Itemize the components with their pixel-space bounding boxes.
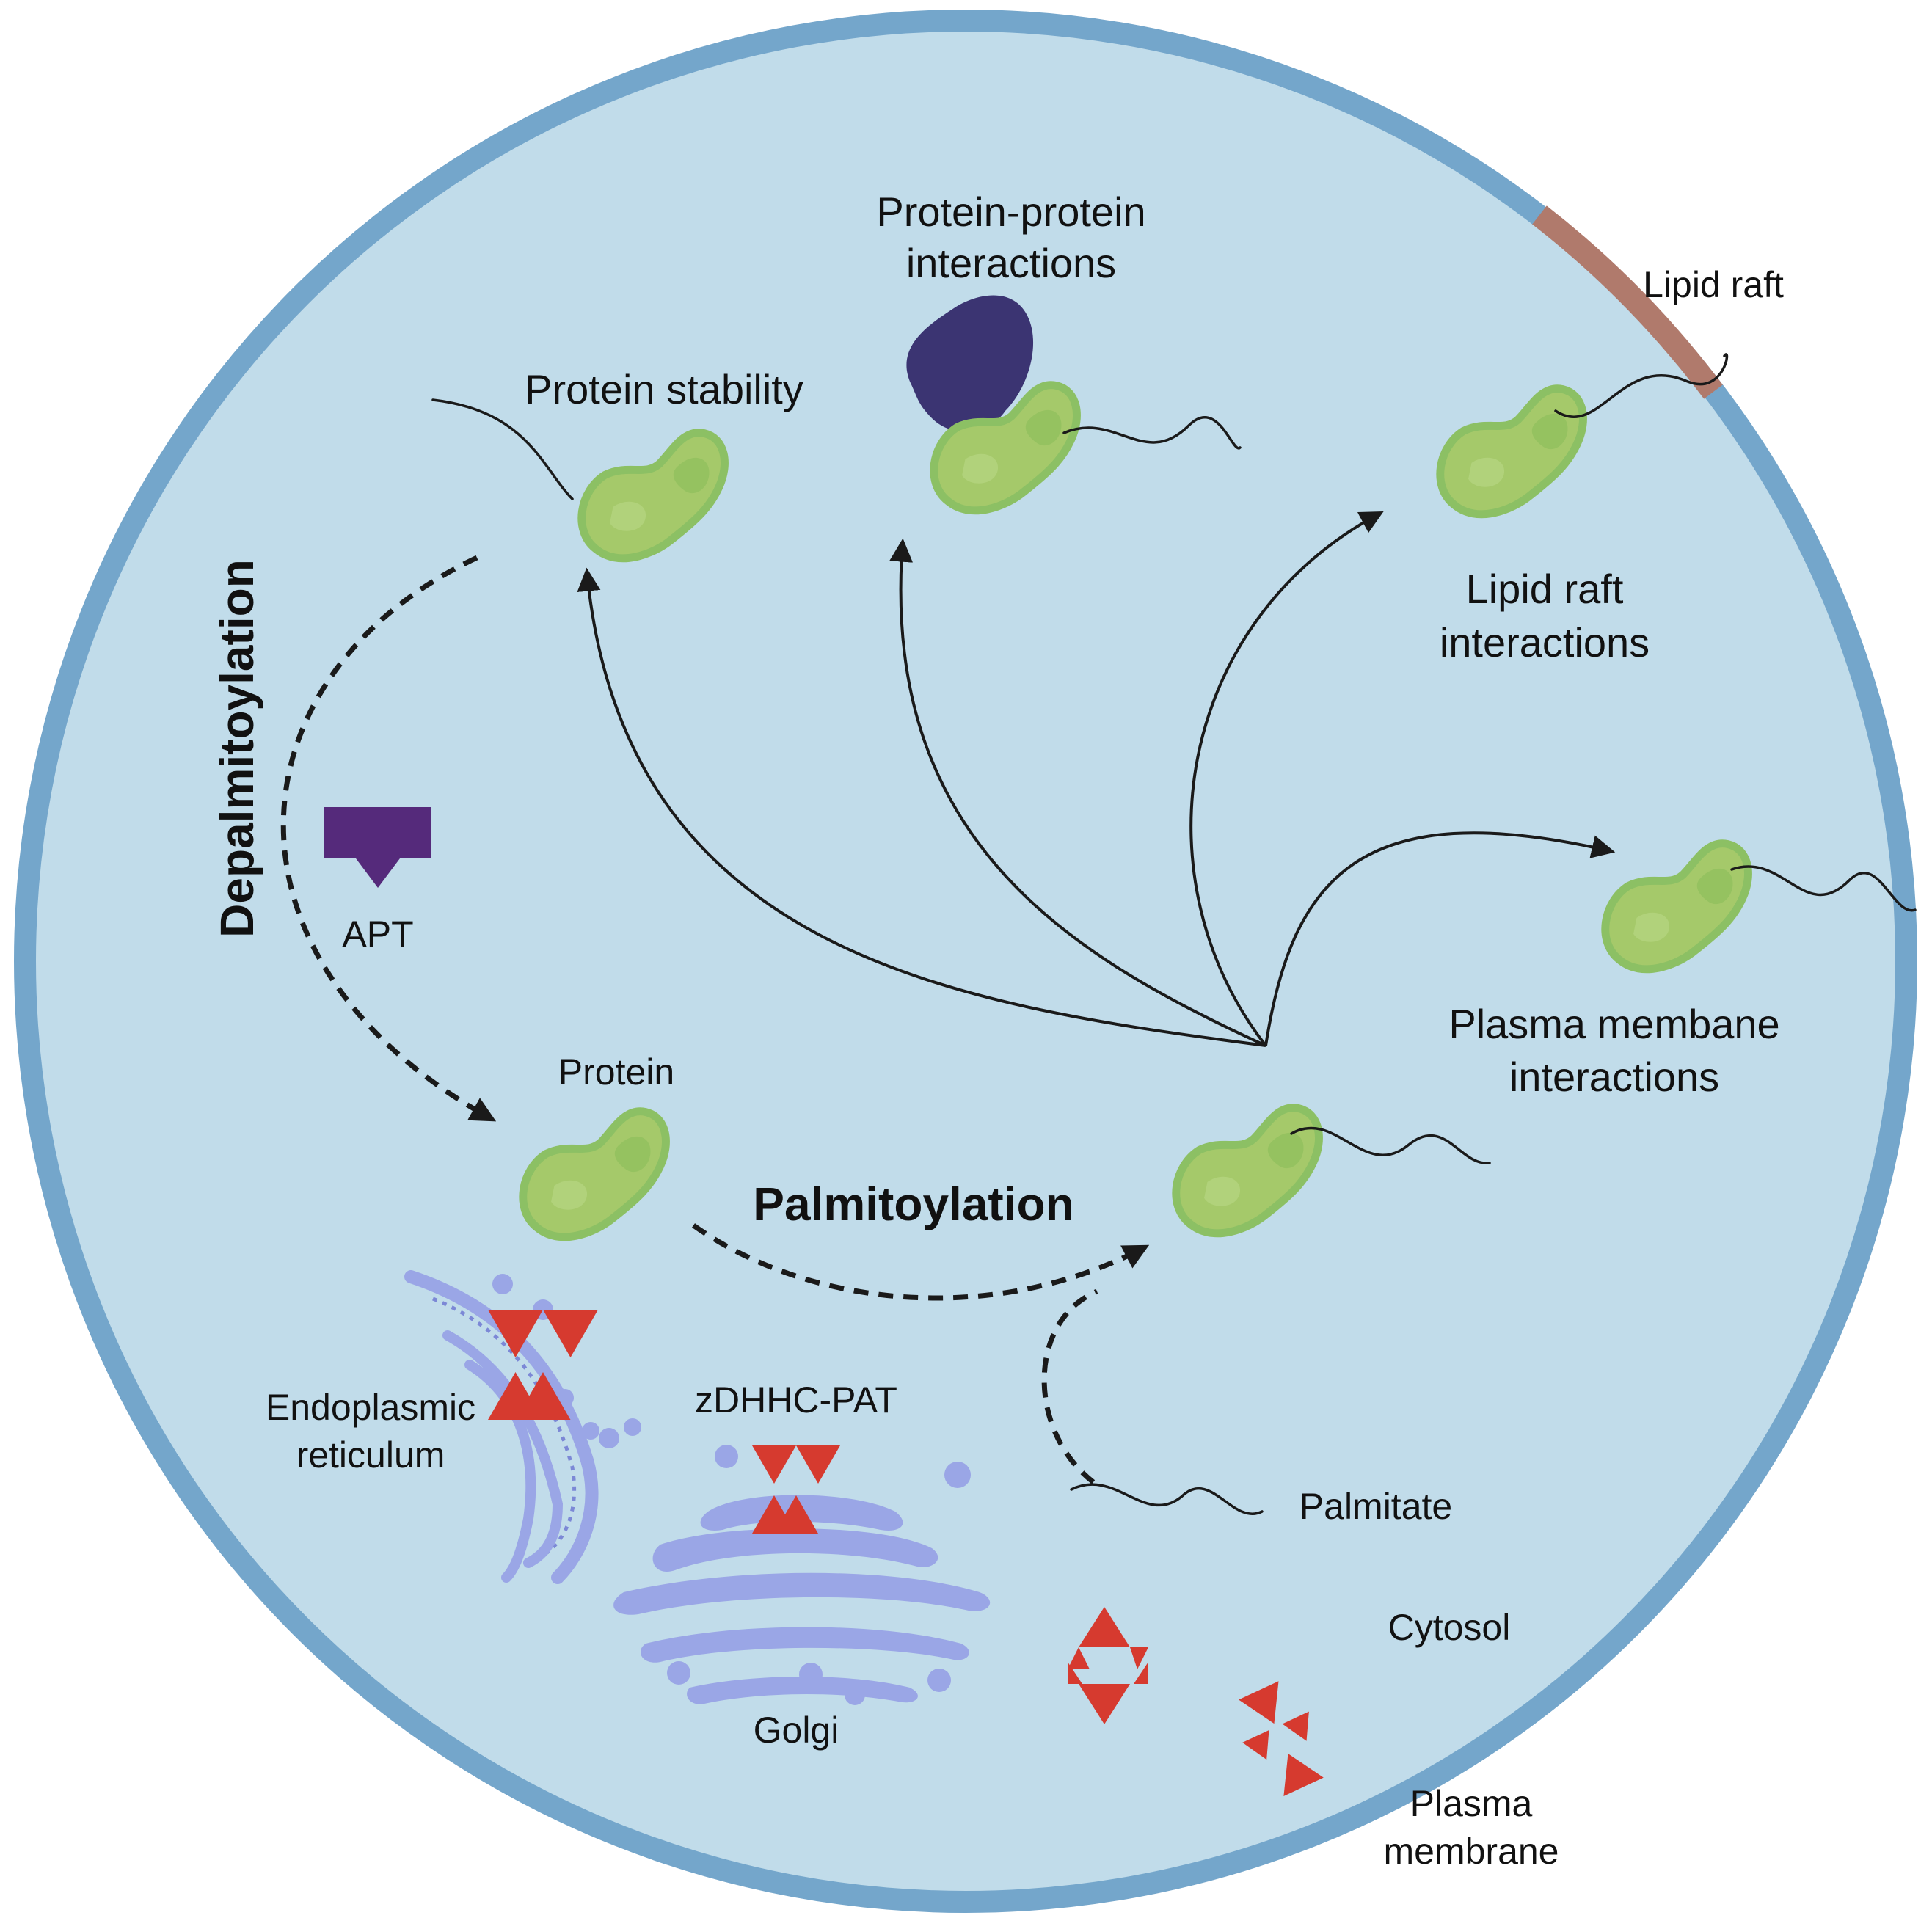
protein-label: Protein — [558, 1051, 674, 1093]
arrow-to-lipid-raft — [1189, 511, 1384, 1047]
zdhhc-pat-label: zDHHC-PAT — [695, 1379, 897, 1421]
apt-enzyme-icon — [324, 807, 431, 888]
lipid-raft-segment — [1532, 205, 1723, 399]
er-label-line2: reticulum — [296, 1434, 445, 1476]
palmitate-tail-icon — [1062, 416, 1242, 450]
palmitate-tail-icon — [431, 398, 574, 500]
palmitate-dashed-arrow — [1041, 1288, 1098, 1484]
palmitate-label: Palmitate — [1299, 1486, 1452, 1527]
arrow-to-protein-stability — [577, 567, 1266, 1047]
partner-protein-icon — [906, 295, 1034, 432]
apt-label: APT — [342, 914, 413, 955]
lipid-raft-interactions-label-line2: interactions — [1440, 619, 1650, 666]
plasma-membrane-interactions-label-line1: Plasma membane — [1448, 1001, 1779, 1047]
lipid-raft-interactions-label-line1: Lipid raft — [1466, 566, 1624, 612]
depalmitoylation-arrow — [280, 555, 497, 1122]
palmitate-tail-icon — [1290, 1126, 1491, 1164]
arrow-to-plasma-membrane — [1264, 831, 1616, 1046]
golgi-icon — [613, 1445, 991, 1705]
plasma-membrane — [14, 10, 1917, 1913]
protein-protein-label-line1: Protein-protein — [876, 189, 1145, 235]
plasma-membrane-interactions-label-line2: interactions — [1509, 1054, 1719, 1100]
er-label-line1: Endoplasmic — [266, 1387, 475, 1428]
palmitoylation-label: Palmitoylation — [753, 1178, 1073, 1230]
palmitate-tail-icon — [1554, 353, 1729, 418]
plasma-membrane-label-line2: membrane — [1384, 1831, 1559, 1872]
protein-stability-label: Protein stability — [525, 366, 803, 412]
palmitate-icon — [1070, 1483, 1264, 1515]
arrow-to-protein-protein — [889, 538, 1266, 1047]
zdhhc-pat-membrane-icon — [1239, 1681, 1324, 1796]
zdhhc-pat-cytosol-icon — [1068, 1607, 1148, 1724]
lipid-raft-label: Lipid raft — [1643, 264, 1784, 305]
golgi-label: Golgi — [754, 1710, 839, 1751]
depalmitoylation-label: Depalmitoylation — [211, 559, 263, 938]
cytosol-label: Cytosol — [1388, 1607, 1511, 1648]
protein-protein-label-line2: interactions — [906, 240, 1116, 286]
palmitate-tail-icon — [1730, 865, 1917, 912]
palmitoylation-arrow — [691, 1223, 1150, 1301]
plasma-membrane-label-line1: Plasma — [1410, 1783, 1533, 1824]
cytosol-area — [25, 21, 1906, 1902]
